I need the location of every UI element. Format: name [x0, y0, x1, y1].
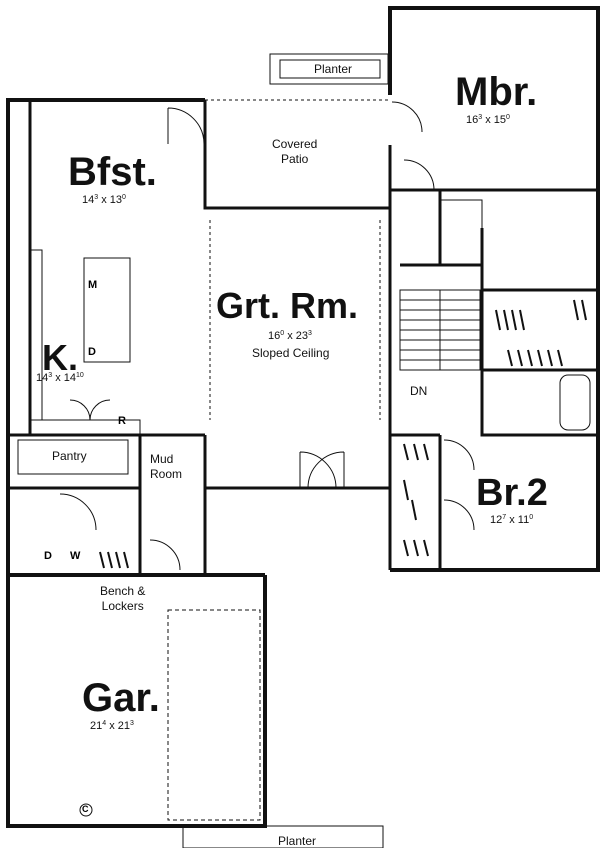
room-label-grt: Grt. Rm.: [216, 285, 359, 326]
appliance-dishwasher: D: [88, 346, 96, 358]
appliance-refrigerator: R: [118, 415, 126, 427]
label-covered-patio: Covered Patio: [272, 137, 318, 166]
label-mud-room: Mud Room: [150, 452, 183, 481]
room-dims-gar: 214 x 213: [90, 720, 134, 732]
room-label-br2: Br.2: [476, 472, 548, 514]
kitchen-island: [83, 257, 131, 363]
room-dims-k: 143 x 1410: [36, 372, 84, 384]
room-label-bfst: Bfst.: [68, 150, 157, 194]
appliance-compressor: C: [82, 804, 89, 814]
label-bench-lockers: Bench & Lockers: [100, 584, 146, 613]
appliance-washer: W: [70, 550, 81, 562]
appliance-dryer: D: [44, 550, 52, 562]
appliance-microwave: M: [88, 279, 98, 291]
label-planter-bottom: Planter: [278, 834, 317, 848]
planter-bottom: [182, 825, 384, 848]
room-dims-mbr: 163 x 150: [466, 114, 510, 126]
room-dims-grt: 160 x 233: [268, 330, 312, 342]
room-dims-br2: 127 x 110: [490, 514, 534, 526]
room-note-grt: Sloped Ceiling: [252, 346, 330, 360]
room-label-k: K.: [42, 337, 78, 378]
label-pantry: Pantry: [52, 449, 87, 463]
label-planter-top: Planter: [314, 62, 353, 76]
exterior-walls: [6, 6, 600, 828]
label-stairs-dn: DN: [410, 384, 428, 398]
room-label-gar: Gar.: [82, 676, 160, 720]
compressor-icon: [79, 803, 93, 817]
room-dims-bfst: 143 x 130: [82, 194, 126, 206]
room-label-mbr: Mbr.: [455, 70, 538, 114]
